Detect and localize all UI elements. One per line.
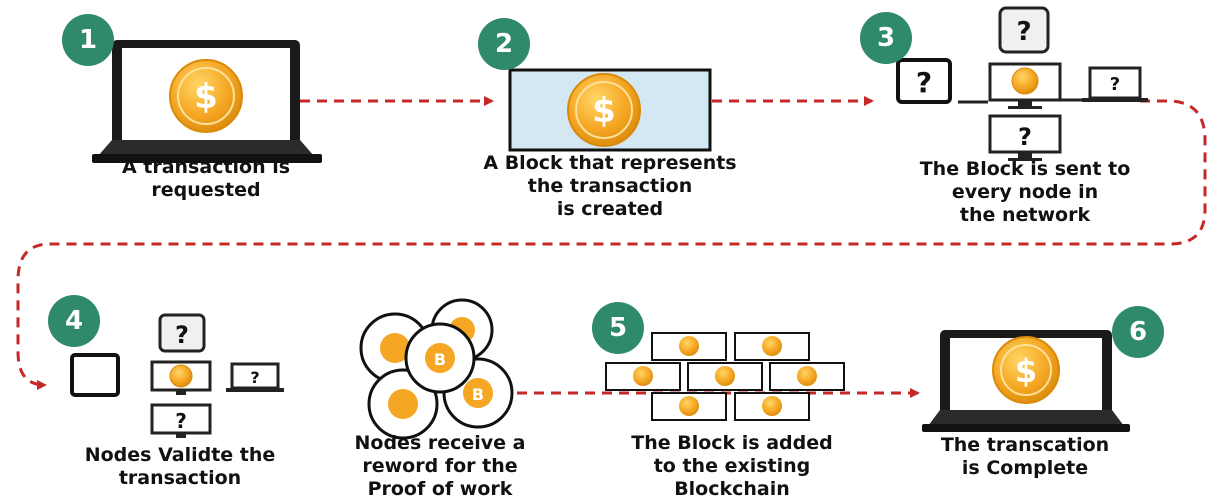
validation-nodes: ? ? ? [70, 313, 284, 438]
dollar-coin-icon: $ [169, 59, 243, 133]
caption-line: The Block is sent to [919, 158, 1131, 180]
step-badge-6: 6 [1112, 306, 1164, 358]
svg-text:?: ? [175, 409, 187, 433]
step-caption-5: The Block is added to the existing Block… [612, 432, 852, 501]
tablet-icon: ? [896, 58, 952, 104]
step-caption-6: The transcation is Complete [920, 434, 1130, 480]
svg-text:$: $ [1015, 352, 1037, 390]
monitor-icon: ? [988, 114, 1062, 161]
reward-caption: Nodes receive a reword for the Proof of … [330, 432, 550, 501]
svg-text:$: $ [194, 77, 218, 117]
svg-text:?: ? [1016, 17, 1031, 47]
caption-line: every node in [951, 181, 1099, 203]
block-icon: $ [508, 68, 712, 152]
monitor-icon: ? [150, 403, 212, 438]
laptop-icon: ? [226, 362, 284, 392]
caption-line: Proof of work [367, 478, 513, 500]
caption-line: is Complete [961, 457, 1089, 479]
monitor-icon [988, 62, 1062, 109]
blockchain-icon [605, 332, 845, 421]
step-badge-1: 1 [62, 14, 114, 66]
svg-text:B: B [434, 350, 446, 369]
caption-line: Nodes receive a [354, 432, 526, 454]
step-badge-2: 2 [478, 18, 530, 70]
step-badge-5: 5 [592, 302, 644, 354]
step-caption-2: A Block that represents the transaction … [470, 152, 750, 221]
caption-line: to the existing [653, 455, 811, 477]
caption-line: A transaction is [121, 156, 291, 178]
caption-line: is created [556, 198, 664, 220]
svg-text:$: $ [592, 91, 616, 131]
caption-line: The Block is added [631, 432, 833, 454]
svg-text:?: ? [916, 66, 932, 99]
caption-line: the network [959, 204, 1091, 226]
caption-line: the transaction [527, 175, 693, 197]
tablet-icon [70, 353, 120, 397]
bitcoin-coin-icon: B B [359, 298, 514, 440]
laptop-icon: ? [1082, 66, 1148, 102]
step-caption-1: A transaction is requested [96, 156, 316, 202]
caption-line: requested [151, 179, 261, 201]
step-caption-4: Nodes Validte the transaction [60, 444, 300, 490]
caption-line: transaction [118, 467, 242, 489]
dollar-coin-icon: $ [992, 336, 1060, 404]
network-nodes: ? ? ? ? [896, 6, 1148, 161]
svg-text:B: B [472, 385, 484, 404]
svg-text:?: ? [175, 321, 189, 349]
monitor-icon [150, 360, 212, 395]
step-badge-3: 3 [860, 12, 912, 64]
caption-line: Nodes Validte the [84, 444, 276, 466]
svg-text:?: ? [1018, 123, 1032, 151]
phone-icon: ? [158, 313, 206, 353]
step-badge-4: 4 [48, 295, 100, 347]
svg-text:?: ? [250, 368, 259, 387]
caption-line: reword for the [362, 455, 518, 477]
phone-icon: ? [998, 6, 1050, 54]
caption-line: A Block that represents [483, 152, 737, 174]
step-caption-3: The Block is sent to every node in the n… [900, 158, 1150, 227]
caption-line: The transcation [940, 434, 1110, 456]
svg-text:?: ? [1110, 74, 1120, 95]
caption-line: Blockchain [674, 478, 790, 500]
